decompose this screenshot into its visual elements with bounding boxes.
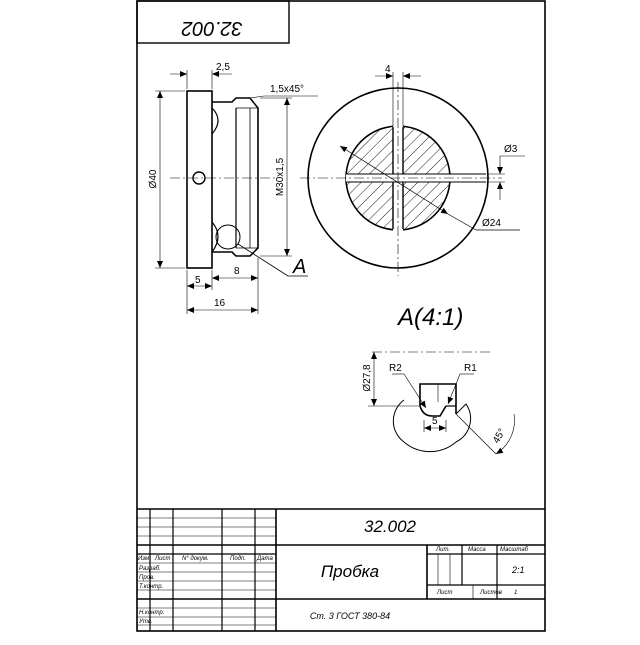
dim-dia-24: Ø24 (482, 218, 501, 229)
flange (186, 90, 213, 269)
side-view (155, 70, 318, 314)
dim-16: 16 (214, 298, 226, 309)
dim-slot-4: 4 (385, 64, 391, 75)
dim-hole-3: Ø3 (504, 144, 518, 155)
label-tkontr: Т.контр. (139, 584, 163, 590)
label-prov: Пров. (139, 575, 155, 581)
flange-slot-edge-lower (211, 221, 219, 253)
header-list: Лист (154, 556, 170, 562)
dim-dia-27-8: Ø27,8 (362, 364, 373, 392)
scale-value: 2:1 (511, 565, 525, 575)
flange-slot-edge (211, 107, 219, 135)
hole-icon (192, 171, 206, 185)
thread-body (212, 97, 259, 257)
label-razrab: Разраб. (139, 566, 161, 572)
header-doc: N° докум. (182, 556, 209, 562)
detail-callout-letter: A (292, 256, 306, 278)
top-code-text: 32.002 (181, 17, 242, 39)
label-sheet: Лист (436, 590, 452, 596)
detail-title: A(4:1) (396, 304, 463, 331)
front-view (300, 72, 525, 276)
dim-angle-45: 45° (491, 427, 508, 446)
label-sheets: Листов (479, 590, 502, 596)
dim-r2: R2 (389, 363, 402, 374)
header-date: Дата (256, 556, 273, 562)
detail-view (368, 351, 515, 455)
label-lit: Лит. (435, 547, 450, 553)
part-name: Пробка (321, 562, 379, 581)
dim-5: 5 (195, 275, 201, 286)
label-mass: Масса (468, 547, 486, 553)
dim-width-5: 5 (432, 416, 438, 427)
label-nkontr: Н.контр. (139, 610, 164, 616)
dim-dia-40: Ø40 (148, 169, 159, 188)
material: Ст. 3 ГОСТ 380-84 (310, 611, 390, 621)
detail-a-callout-circle (215, 224, 241, 250)
title-block-code: 32.002 (364, 517, 417, 536)
dim-thread: M30x1,5 (275, 157, 286, 196)
dim-chamfer: 1,5x45° (270, 84, 304, 95)
header-sign: Подп. (230, 556, 246, 562)
title-block (137, 508, 545, 631)
label-scale: Масштаб (500, 547, 529, 553)
label-utv: Утв. (138, 619, 153, 625)
dim-2-5: 2,5 (216, 62, 230, 73)
sheets-value: 1 (514, 590, 517, 596)
sheet-frame (136, 0, 546, 632)
dim-8: 8 (234, 266, 240, 277)
dim-r1: R1 (464, 363, 477, 374)
header-izm: Изм (138, 556, 149, 562)
top-code-box: 32.002 (136, 0, 290, 44)
